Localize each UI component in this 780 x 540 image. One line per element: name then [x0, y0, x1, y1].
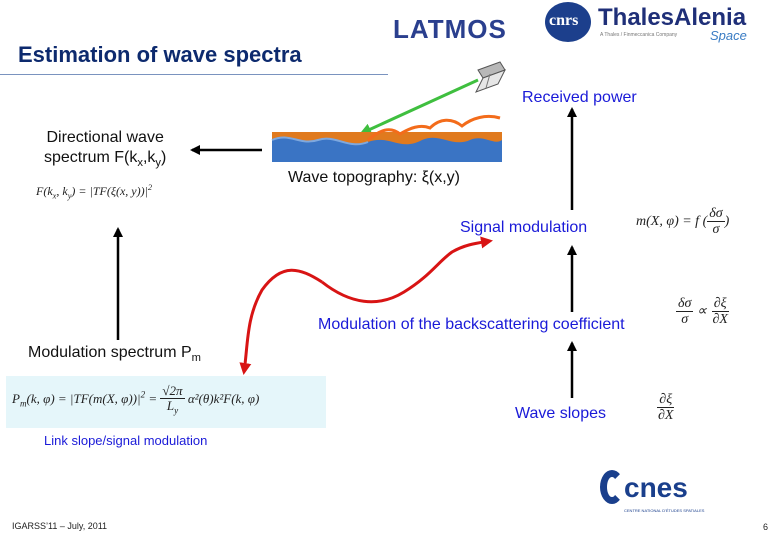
- link-slope-signal-curve-upper: [322, 241, 490, 302]
- wave-topography-illustration: [272, 116, 502, 162]
- wave-topography-label: Wave topography: ξ(x,y): [288, 169, 460, 187]
- received-power-label: Received power: [522, 89, 637, 107]
- page-number: 6: [763, 522, 768, 532]
- link-slope-label: Link slope/signal modulation: [44, 433, 207, 448]
- directional-spectrum-label: Directional wave spectrum F(kx,ky): [44, 128, 166, 173]
- directional-spectrum-line2: spectrum F(kx,ky): [44, 148, 166, 173]
- backscatter-modulation-label: Modulation of the backscattering coeffic…: [318, 316, 625, 334]
- modulation-spectrum-label: Modulation spectrum Pm: [28, 344, 201, 364]
- link-slope-signal-curve: [244, 270, 322, 372]
- satellite-icon: [476, 62, 505, 92]
- wave-slopes-label: Wave slopes: [515, 405, 606, 423]
- wave-slopes-equation: ∂ξ∂X: [656, 392, 675, 424]
- spectrum-equation: F(kx, ky) = |TF(ξ(x, y))|2: [36, 183, 152, 200]
- directional-spectrum-line1: Directional wave: [44, 128, 166, 148]
- signal-modulation-label: Signal modulation: [460, 219, 587, 237]
- footer-conference: IGARSS’11 – July, 2011: [12, 521, 107, 531]
